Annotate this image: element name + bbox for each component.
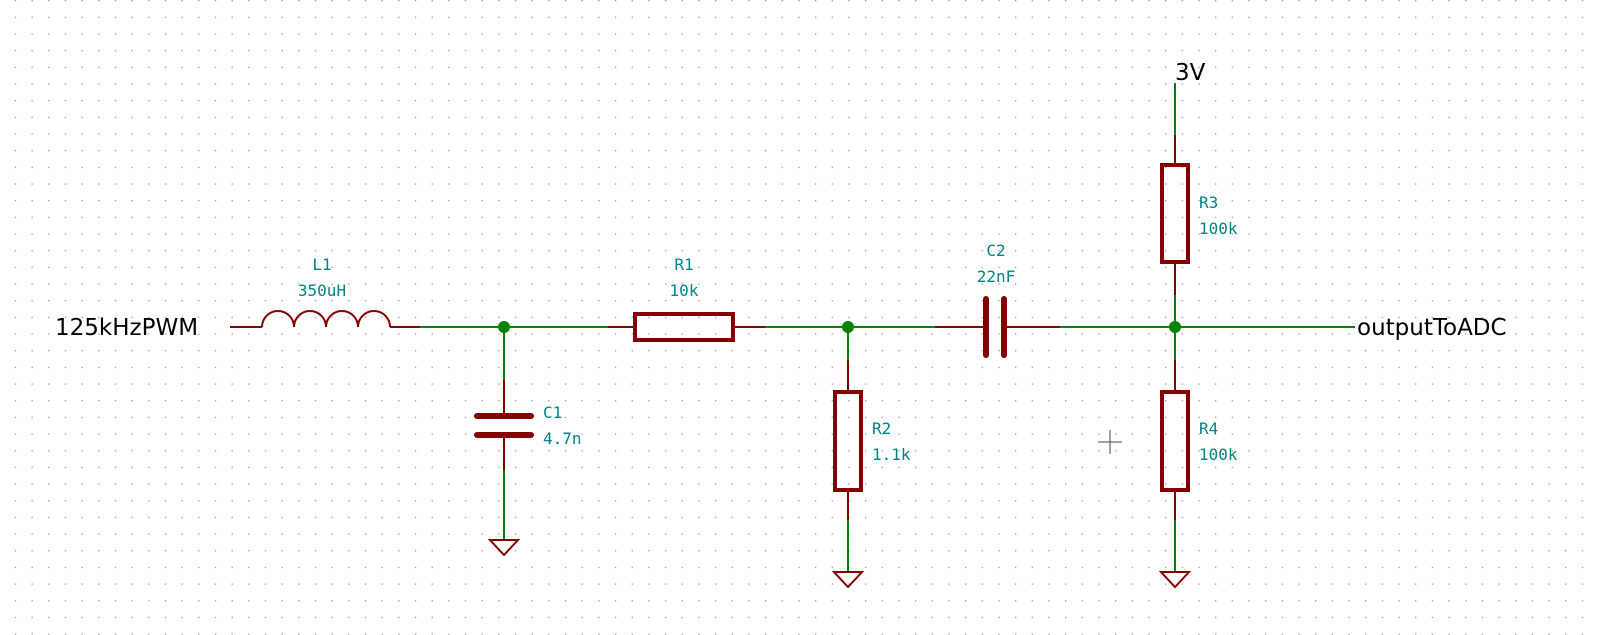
crosshair-cursor-icon bbox=[1098, 430, 1122, 454]
r4-ref: R4 bbox=[1199, 419, 1218, 438]
resistor-r3[interactable]: R3 100k bbox=[1160, 83, 1238, 327]
ground-icon bbox=[1158, 571, 1192, 589]
capacitor-c2[interactable]: C2 22nF bbox=[935, 241, 1060, 358]
capacitor-c1[interactable]: C1 4.7n bbox=[474, 327, 582, 540]
c1-ref: C1 bbox=[543, 403, 562, 422]
junction-dot bbox=[1169, 321, 1181, 333]
power-label-3v[interactable]: 3V bbox=[1175, 60, 1206, 86]
inductor-l1[interactable]: L1 350uH bbox=[230, 255, 420, 328]
net-label-output[interactable]: outputToADC bbox=[1357, 315, 1507, 341]
resistor-r2[interactable]: R2 1.1k bbox=[833, 327, 911, 572]
net-label-input[interactable]: 125kHzPWM bbox=[55, 315, 198, 341]
r2-value: 1.1k bbox=[872, 445, 911, 464]
r3-ref: R3 bbox=[1199, 193, 1218, 212]
l1-ref: L1 bbox=[312, 255, 331, 274]
r2-ref: R2 bbox=[872, 419, 891, 438]
resistor-r4[interactable]: R4 100k bbox=[1160, 327, 1238, 572]
junction-dot bbox=[498, 321, 510, 333]
ground-icon bbox=[831, 571, 865, 589]
ground-icon bbox=[487, 539, 521, 557]
l1-value: 350uH bbox=[298, 281, 346, 300]
c1-value: 4.7n bbox=[543, 429, 582, 448]
r3-value: 100k bbox=[1199, 219, 1238, 238]
c2-ref: C2 bbox=[986, 241, 1005, 260]
c2-value: 22nF bbox=[977, 267, 1016, 286]
r1-value: 10k bbox=[670, 281, 699, 300]
r1-ref: R1 bbox=[674, 255, 693, 274]
resistor-r1[interactable]: R1 10k bbox=[608, 255, 765, 342]
junction-dot bbox=[842, 321, 854, 333]
r4-value: 100k bbox=[1199, 445, 1238, 464]
